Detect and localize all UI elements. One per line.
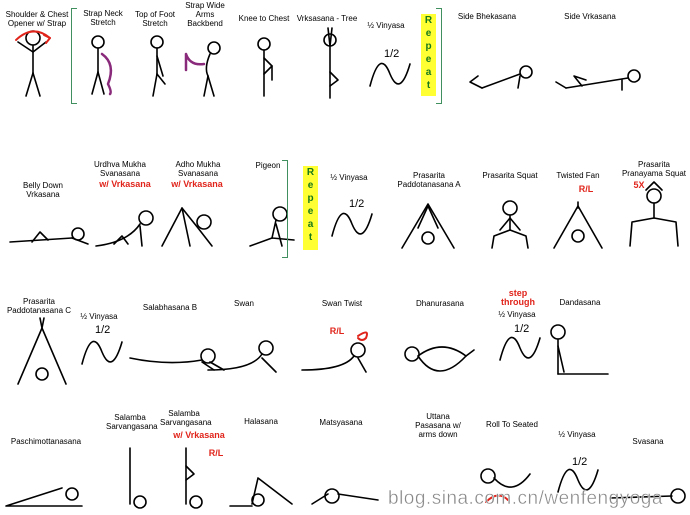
- watermark: blog.sina.com.cn/wenfengyoga: [388, 488, 663, 509]
- pose-label: ½ Vinyasa: [330, 173, 368, 182]
- half-label: 1/2: [572, 456, 588, 468]
- wave-icon: [331, 212, 373, 237]
- pose-label: Strap Neck Stretch: [83, 9, 123, 27]
- stick-figure-icon: [311, 488, 379, 505]
- pose-label: Matsyasana: [319, 418, 363, 427]
- stick-figure-icon: [207, 340, 277, 373]
- stick-figure-icon: [150, 35, 166, 97]
- group-bracket-close: [282, 160, 288, 258]
- stick-figure-icon: [184, 41, 221, 97]
- repeat-badge: R e p e a t: [303, 166, 318, 250]
- half-label: 1/2: [514, 323, 530, 335]
- wave-icon: [369, 62, 411, 87]
- step-through-note: step through: [501, 288, 535, 307]
- stick-figure-icon: [5, 487, 83, 507]
- pose-label: Halasana: [244, 417, 278, 426]
- pose-label: Paschimottanasana: [10, 437, 82, 446]
- stick-figure-icon: [469, 65, 533, 89]
- pose-label: Knee to Chest: [238, 14, 290, 23]
- vrkasana-note: w/ Vrkasana: [171, 179, 223, 189]
- stick-figure-icon: [301, 331, 368, 373]
- pose-label: Salamba Sarvangasana: [160, 409, 212, 427]
- half-label: 1/2: [384, 48, 400, 60]
- pose-label: Side Bhekasana: [457, 12, 517, 21]
- pose-label: ½ Vinyasa: [498, 310, 536, 319]
- pose-label: ½ Vinyasa: [367, 21, 405, 30]
- stick-figure-icon: [555, 69, 641, 91]
- stick-figure-icon: [553, 201, 603, 249]
- pose-label: Salamba Sarvangasana: [106, 413, 158, 431]
- group-bracket-close: [436, 8, 442, 104]
- stick-figure-icon: [129, 447, 147, 509]
- repeat-count-note: 5X: [633, 180, 645, 190]
- vrkasana-note: w/ Vrkasana: [173, 430, 225, 440]
- pose-label: Shoulder & Chest Opener w/ Strap: [5, 10, 69, 28]
- pose-label: Strap Wide Arms Backbend: [185, 1, 225, 28]
- stick-figure-icon: [491, 200, 529, 249]
- stick-figure-icon: [95, 210, 154, 247]
- pose-label: Prasarita Paddotanasana C: [6, 297, 72, 315]
- stick-figure-icon: [249, 206, 295, 247]
- vrkasana-note: w/ Vrkasana: [99, 179, 151, 189]
- pose-label: Twisted Fan: [556, 171, 600, 180]
- stick-figure-icon: [185, 447, 203, 509]
- pose-label: ½ Vinyasa: [558, 430, 596, 439]
- stick-figure-icon: [9, 227, 89, 245]
- half-label: 1/2: [95, 324, 111, 336]
- stick-figure-icon: [404, 346, 475, 372]
- pose-label: Roll To Seated: [486, 420, 538, 429]
- pose-label: Salabhasana B: [142, 303, 198, 312]
- pose-label: Prasarita Pranayama Squat: [621, 160, 687, 178]
- pose-label: Prasarita Squat: [482, 171, 538, 180]
- rl-note: R/L: [578, 184, 594, 194]
- pose-label: Side Vrkasana: [564, 12, 616, 21]
- stick-figure-icon: [257, 37, 273, 97]
- wave-icon: [499, 336, 541, 361]
- stick-figure-icon: [129, 348, 216, 371]
- stick-figure-icon: [17, 317, 67, 385]
- stick-figure-icon: [229, 477, 293, 507]
- rl-note: R/L: [329, 326, 345, 336]
- stick-figure-icon: [323, 27, 339, 99]
- pose-label: Adho Mukha Svanasana: [175, 160, 221, 178]
- pose-label: Pigeon: [255, 161, 281, 170]
- repeat-badge: R e p e a t: [421, 14, 436, 96]
- stick-figure-icon: [91, 35, 113, 96]
- pose-label: ½ Vinyasa: [80, 312, 118, 321]
- pose-label: Vrksasana - Tree: [296, 14, 358, 23]
- stick-figure-icon: [629, 181, 679, 247]
- stick-figure-icon: [401, 203, 455, 249]
- pose-label: Dandasana: [559, 298, 601, 307]
- pose-label: Swan: [233, 299, 254, 308]
- stick-figure-icon: [550, 324, 609, 375]
- stick-figure-icon: [161, 207, 213, 247]
- stick-figure-icon: [609, 488, 686, 504]
- wave-icon: [81, 340, 123, 365]
- pose-label: Dhanurasana: [415, 299, 465, 308]
- stick-figure-icon: [15, 30, 51, 97]
- group-bracket-open: [71, 8, 77, 104]
- pose-label: Top of Foot Stretch: [134, 10, 176, 28]
- pose-label: Svasana: [632, 437, 664, 446]
- stick-figure-icon: [480, 468, 531, 503]
- pose-label: Swan Twist: [321, 299, 363, 308]
- half-label: 1/2: [349, 198, 365, 210]
- rl-note: R/L: [208, 448, 224, 458]
- wave-icon: [557, 468, 599, 493]
- pose-label: Uttana Pasasana w/ arms down: [415, 412, 461, 439]
- pose-label: Urdhva Mukha Svanasana: [93, 160, 147, 178]
- pose-label: Prasarita Paddotanasana A: [397, 171, 461, 189]
- pose-label: Belly Down Vrkasana: [22, 181, 63, 199]
